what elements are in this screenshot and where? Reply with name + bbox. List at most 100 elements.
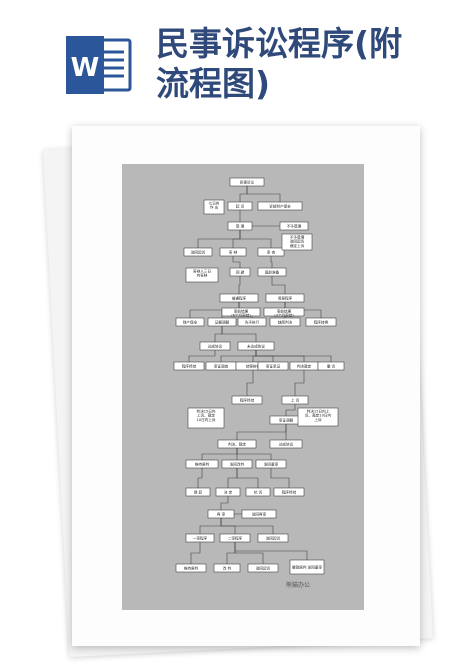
flowchart-node: 答 辩 — [219, 247, 247, 257]
flowchart-connector — [199, 518, 222, 534]
flowchart-node-box — [257, 247, 285, 257]
flowchart-node: 证据调解 — [207, 317, 237, 327]
flowchart-node-label: 提 起 — [194, 489, 203, 494]
flowchart-edges — [188, 186, 332, 564]
flowchart-node-label: 未达成协议 — [247, 343, 265, 348]
flowchart-node-box — [213, 563, 241, 573]
flowchart-node-box — [257, 361, 289, 371]
flowchart-node-label: 诉前财产保全 — [269, 203, 291, 208]
flowchart-node-label: 简易程序 — [278, 295, 293, 300]
flowchart-node: 诉前财产保全 — [257, 201, 303, 211]
flowchart-node: 先予执行 — [237, 317, 267, 327]
flowchart-node-box — [227, 221, 253, 231]
flowchart-connector — [221, 326, 257, 342]
flowchart-connector — [270, 468, 290, 488]
flowchart-node-box — [207, 509, 235, 519]
flowchart-connector — [236, 468, 259, 488]
flowchart-note-line: 上诉 — [314, 417, 322, 422]
flowchart-connector — [232, 256, 241, 268]
document-title-line2: 流程图) — [156, 64, 271, 103]
flowchart-note: 审前结果(3个月审结) — [263, 307, 305, 318]
flowchart-node: 审证调解 — [269, 415, 303, 425]
flowchart-connector — [220, 350, 257, 362]
flowchart-note-box — [185, 267, 219, 283]
flowchart-note-line: 作 出 — [210, 205, 219, 210]
flowchart-node-box — [221, 459, 253, 469]
flowchart-node: 回 避 — [229, 267, 251, 277]
flowchart-node: 财产保全 — [175, 317, 205, 327]
flowchart-node: 审 查 — [257, 247, 285, 257]
flowchart-node-box — [185, 459, 219, 469]
flowchart-node-box — [219, 293, 259, 303]
flowchart-connector — [236, 424, 287, 440]
flowchart-connector — [232, 230, 241, 248]
flowchart-node-label: 缺席判决 — [278, 319, 293, 324]
flowchart-node: 审证调查 — [205, 361, 237, 371]
flowchart-note-line: 裁定上诉 — [290, 243, 305, 248]
flowchart-note-line: 诉、裁定10日内 — [305, 413, 332, 418]
flowchart-node-label: 二审程序 — [228, 535, 243, 540]
flowchart-node-label: 再 审 — [217, 511, 226, 516]
flowchart-node: 受 理 — [227, 221, 253, 231]
word-icon-letter: W — [71, 53, 100, 83]
flowchart-node-box — [281, 395, 309, 405]
flowchart-node-label: 受 理 — [236, 223, 245, 228]
flowchart-node-box — [175, 563, 207, 573]
flowchart-connector — [238, 276, 241, 294]
flowchart-note-line: 判决15日内上 — [307, 408, 330, 413]
flowchart-node-label: 程序终结 — [182, 363, 197, 368]
flowchart-node: 撤销原判 发回重审 — [289, 559, 325, 575]
flowchart-connector — [234, 542, 308, 560]
flowchart-connector — [246, 186, 281, 202]
flowchart-node: 审证承证 — [257, 361, 289, 371]
flowchart-node-box — [217, 439, 257, 449]
flowchart-note-box — [297, 407, 339, 427]
flowchart-note-box — [263, 307, 305, 317]
flowchart-node-label: 达成协议 — [279, 441, 294, 446]
flowchart-node-label: 证据调解 — [215, 319, 230, 324]
flowchart-node-box — [231, 395, 263, 405]
flowchart-node-box — [229, 177, 265, 187]
flowchart-node-box — [237, 317, 267, 327]
flowchart-node-box — [227, 201, 253, 211]
flowchart-node-box — [265, 293, 305, 303]
flowchart-node-box — [269, 439, 303, 449]
flowchart-node-box — [207, 317, 237, 327]
flowchart-node: 简易程序 — [265, 293, 305, 303]
flowchart-node-box — [185, 533, 215, 543]
flowchart-note-line: (3个月审结) — [274, 313, 294, 318]
flowchart-node-box — [273, 487, 305, 497]
flowchart-connector — [270, 256, 273, 268]
flowchart-node-box — [185, 487, 211, 497]
flowchart-node-label: 决 定 — [224, 489, 233, 494]
flowchart-note-line: 判决15日内 — [197, 408, 216, 413]
flowchart-connector — [226, 542, 236, 564]
flowchart-node: 发回改判 — [221, 459, 253, 469]
flowchart-node: 改 判 — [213, 563, 241, 573]
flowchart-node-label: 结案辩护 — [246, 363, 261, 368]
flowchart-node-box — [317, 361, 345, 371]
flowchart-node: 驳回起诉 — [247, 563, 279, 573]
document-header: W 民事诉讼程序(附 流程图) — [0, 0, 474, 120]
flowchart-node: 撤 诉 — [317, 361, 345, 371]
flowchart-node-box — [257, 201, 303, 211]
flowchart-node-box — [245, 487, 271, 497]
flowchart-node-box — [257, 267, 287, 277]
flowchart-node: 二审程序 — [219, 533, 251, 543]
flowchart-node-box — [247, 563, 279, 573]
flowchart-node: 普通程序 — [219, 293, 259, 303]
flowchart-node: 庭前准备 — [257, 267, 287, 277]
flowchart-node-label: 先予执行 — [245, 319, 260, 324]
flowchart-connector — [220, 518, 274, 534]
flowchart-node: 程序终结 — [273, 487, 305, 497]
flowchart-node: 上 诉 — [281, 395, 309, 405]
flowchart-node-label: 撤 诉 — [327, 363, 336, 368]
flowchart-node-box — [219, 247, 247, 257]
flowchart-connector — [214, 326, 223, 342]
flowchart-note-line: (6个月审结) — [231, 313, 251, 318]
flowchart-connector — [190, 542, 201, 564]
flowchart-connector — [197, 468, 203, 488]
flowchart-node-label: 财产保全 — [183, 319, 198, 324]
